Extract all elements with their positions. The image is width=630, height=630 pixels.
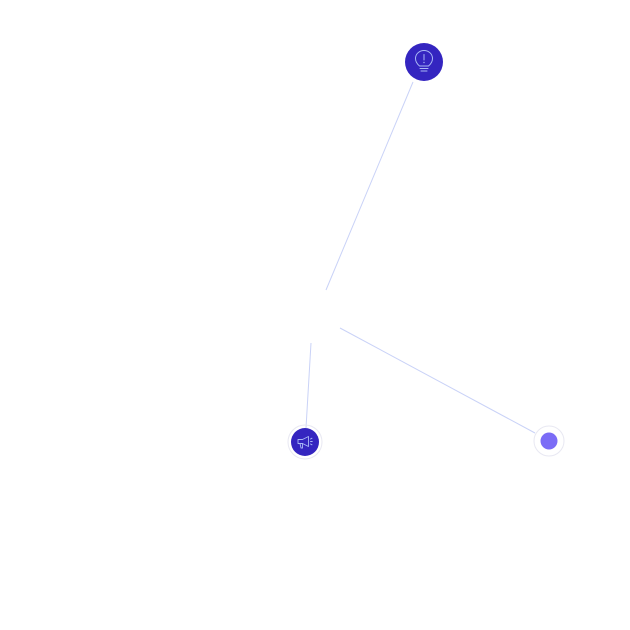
announce-node-circle [291,428,319,456]
dot-icon [540,432,558,450]
endpoint-node-halo [533,425,565,457]
edge-hub-to-idea [325,81,414,291]
lightbulb-icon [415,50,433,72]
announce-node[interactable] [287,424,323,460]
endpoint-node[interactable] [533,425,565,457]
edge-hub-to-announce [305,342,312,429]
announce-node-halo [287,424,323,460]
megaphone-icon [297,436,313,449]
hub-node [312,308,324,320]
edge-hub-to-endpoint [339,327,536,434]
idea-node[interactable] [405,43,443,81]
